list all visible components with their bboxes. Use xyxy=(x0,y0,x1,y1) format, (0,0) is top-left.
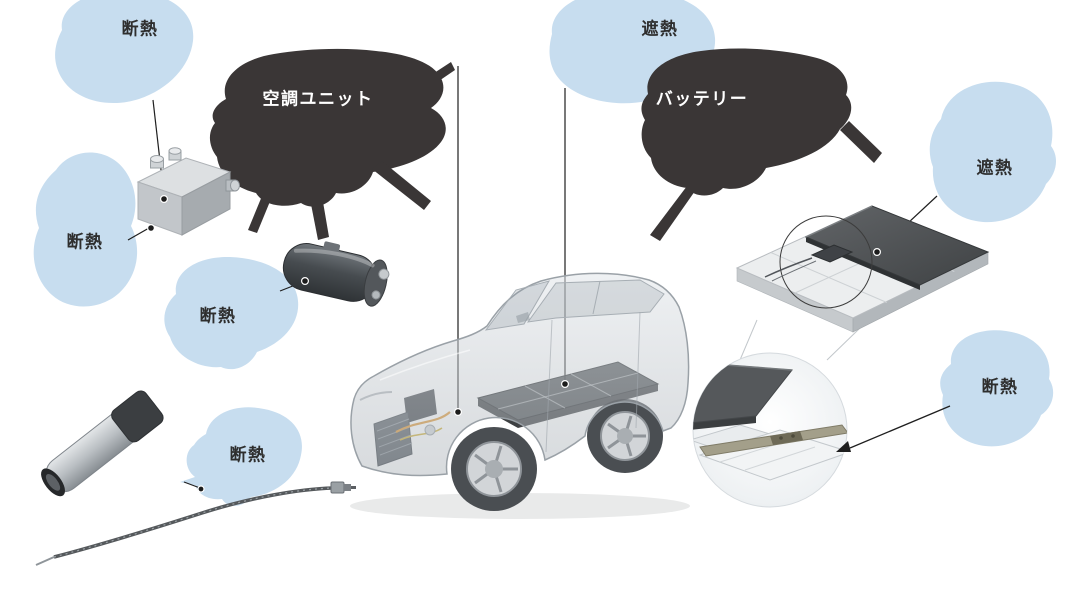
hose-body xyxy=(53,486,334,559)
tank-bracket xyxy=(323,241,341,254)
hose-fitting-pin xyxy=(351,486,356,489)
bubble-insulation-bottom-right xyxy=(940,330,1054,447)
car-shadow xyxy=(350,493,690,519)
pipe-opening-inner xyxy=(45,473,61,491)
car-headlight xyxy=(359,391,393,401)
bubble-heat-shield-right xyxy=(929,81,1057,223)
leader-dot xyxy=(197,485,205,493)
tank-highlight xyxy=(293,248,375,268)
hose-fitting-collar xyxy=(344,484,351,491)
callout-bubbles xyxy=(33,0,1057,506)
flexible-hose-illustration xyxy=(35,481,356,566)
heater-side-face xyxy=(181,171,231,236)
accumulator-tank-illustration xyxy=(282,241,390,307)
leader-line xyxy=(127,227,150,241)
heater-side-port-cap xyxy=(230,179,240,192)
leader-dot xyxy=(454,408,463,417)
detail-cell-line xyxy=(744,446,816,471)
pack-junction-box xyxy=(810,244,854,263)
detail-rivet xyxy=(791,434,795,438)
leader-dot xyxy=(872,248,881,257)
tank-port xyxy=(371,290,381,300)
blob-battery-streak xyxy=(650,186,695,241)
bubble-insulation-bottom-tail xyxy=(180,468,224,492)
blob-hvac-streak xyxy=(248,196,271,233)
pack-focus-circle xyxy=(779,215,873,309)
heater-port-top xyxy=(168,147,182,155)
car-front-wheel xyxy=(451,427,537,511)
pack-cable xyxy=(764,257,813,278)
ev-car-illustration xyxy=(350,272,690,519)
busbar-detail-illustration xyxy=(692,352,848,508)
pack-cover-highlight xyxy=(805,205,873,238)
blob-battery xyxy=(641,48,852,196)
zoom-guide-line xyxy=(826,327,861,361)
arrow-line xyxy=(849,405,951,449)
bubble-insulation-left xyxy=(33,152,138,307)
car-windshield xyxy=(484,280,551,331)
leader-dot xyxy=(160,195,169,204)
car-mirror xyxy=(516,312,530,323)
tank-port xyxy=(378,268,390,280)
battery-pack-illustration xyxy=(735,205,990,333)
pack-cable xyxy=(771,260,817,282)
hose-needle-tip xyxy=(35,556,55,566)
car-door-line xyxy=(635,311,641,429)
detail-cover-edge xyxy=(693,416,756,431)
car-door-line xyxy=(545,319,553,453)
detail-busbar-connector xyxy=(770,431,803,445)
car-body xyxy=(350,272,690,477)
leader-dot xyxy=(560,380,569,389)
dark-label-blobs xyxy=(209,48,882,241)
bubble-insulation-top-left xyxy=(55,0,194,104)
car-hood-highlight xyxy=(379,349,471,381)
pipe-sleeve xyxy=(111,390,164,443)
heater-unit-illustration xyxy=(136,147,240,236)
hose-fitting xyxy=(330,481,345,494)
leader-line xyxy=(183,481,201,489)
blob-hvac-streak xyxy=(428,62,455,85)
hose-braid-texture xyxy=(53,487,334,558)
leader-dots xyxy=(147,195,881,493)
heater-port-top xyxy=(150,155,164,163)
blob-hvac-streak xyxy=(372,161,431,210)
leader-dot xyxy=(147,224,156,233)
detail-rivet xyxy=(779,436,783,440)
blob-battery-streak xyxy=(840,121,882,163)
blob-hvac-unit xyxy=(209,48,446,207)
leader-dot xyxy=(301,277,310,286)
busbar-arrow xyxy=(836,405,951,452)
car-rear-wheel xyxy=(587,399,663,473)
bubble-insulation-mid xyxy=(164,256,299,370)
insulated-pipe-illustration xyxy=(41,390,164,497)
arrowhead xyxy=(836,441,851,452)
car-b-pillar xyxy=(592,280,601,315)
blob-hvac-streak xyxy=(310,196,329,240)
bubble-insulation-bottom xyxy=(186,407,302,506)
